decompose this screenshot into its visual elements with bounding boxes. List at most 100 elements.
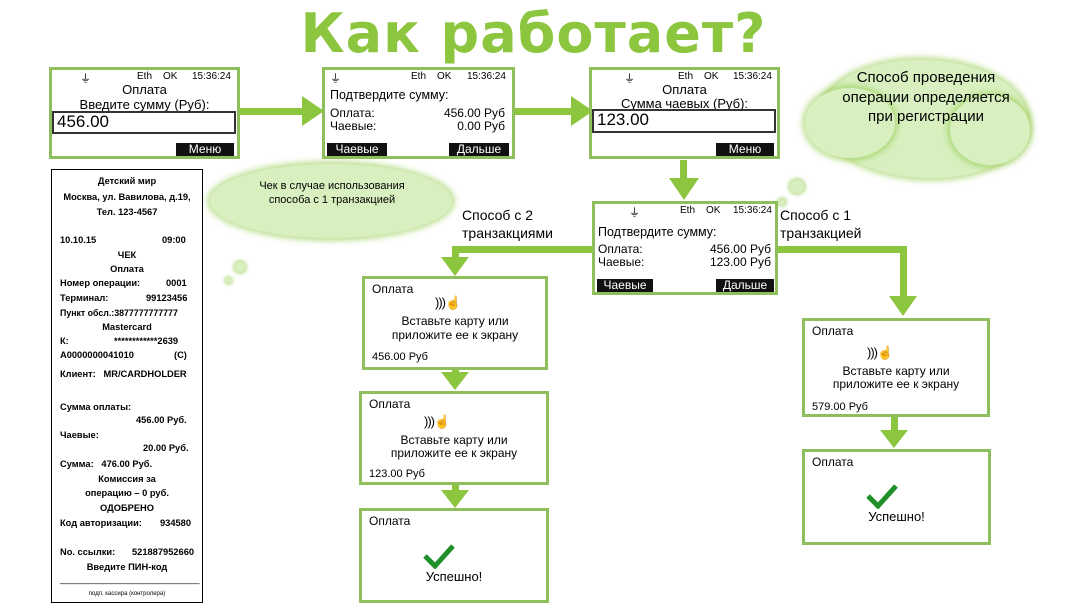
status-time: 15:36:24 (192, 71, 231, 82)
branch-right-v (900, 246, 907, 300)
receipt-signature-caption: подп. кассира (контролера) (88, 591, 166, 597)
branch-left-v (452, 246, 459, 260)
contactless-icon: )))☝ (867, 345, 893, 360)
status-ok: OK (704, 71, 719, 82)
status-ok: OK (437, 71, 452, 82)
cloud-left-text: Чек в случае использования способа с 1 т… (259, 180, 405, 206)
receipt-point: Пункт обсл.:3877777777777 (60, 308, 178, 318)
screen-subtitle: Введите сумму (Руб): (79, 97, 210, 112)
receipt-sum-label: Сумма оплаты: (60, 402, 132, 412)
pay-amount: 456.00 Руб (372, 351, 428, 363)
screen-confirm-amount: ⏚ Eth OK 15:36:24 Подтвердите сумму: Опл… (322, 67, 515, 159)
cloud-left (210, 164, 452, 238)
pay-instruction-1: Вставьте карту или (401, 314, 509, 328)
arrow-s3-s4 (680, 160, 687, 182)
status-eth: Eth (137, 71, 153, 82)
pay-amount: 579.00 Руб (812, 401, 868, 413)
receipt-signature-line: ___________________________ (60, 574, 200, 584)
receipt-shop: Детский мир (97, 176, 157, 186)
status-time: 15:36:24 (733, 71, 772, 82)
next-button[interactable]: Дальше (449, 143, 509, 156)
pay-label: Оплата: (598, 242, 643, 256)
plug-icon: ⏚ (624, 73, 635, 85)
screen-present-card-2: Оплата )))☝ Вставьте карту или приложите… (359, 391, 549, 485)
cloud-right-dot-small (779, 199, 785, 205)
tip-input[interactable]: 123.00 (592, 109, 776, 133)
arrowhead-p1-p2 (441, 372, 469, 390)
status-ok: OK (163, 71, 178, 82)
receipt-approved: ОДОБРЕНО (100, 503, 154, 513)
menu-button[interactable]: Меню (176, 143, 234, 156)
arrowhead-s2-s3 (571, 96, 593, 126)
receipt-fee-2: операцию – 0 руб. (85, 488, 169, 498)
plug-icon: ⏚ (80, 73, 91, 85)
receipt-aid-flag: (C) (174, 350, 187, 360)
status-eth: Eth (678, 71, 694, 82)
receipt-time: 09:00 (162, 235, 186, 245)
pay-instruction-1: Вставьте карту или (842, 364, 950, 378)
arrow-p3-ok (891, 417, 898, 433)
receipt-auth-label: Код авторизации: (60, 518, 142, 528)
status-eth: Eth (680, 205, 696, 216)
tips-button[interactable]: Чаевые (597, 279, 653, 292)
receipt-op-no-label: Номер операции: (60, 278, 141, 288)
status-ok: OK (706, 205, 721, 216)
arrowhead-right-branch (889, 296, 917, 316)
status-eth: Eth (411, 71, 427, 82)
pay-value: 456.00 Руб (443, 106, 505, 120)
receipt-date: 10.10.15 (60, 235, 97, 245)
arrowhead-s3-s4 (669, 178, 699, 200)
screen-success-right: Оплата Успешно! (802, 449, 991, 545)
checkmark-icon (423, 544, 455, 569)
tip-value: 0.00 Руб (457, 119, 505, 133)
next-button[interactable]: Дальше (716, 279, 774, 292)
checkmark-icon (866, 484, 898, 509)
screen-title: Оплата (662, 82, 707, 97)
pay-value: 456.00 Руб (709, 242, 771, 256)
amount-input[interactable]: 456.00 (52, 111, 236, 134)
receipt-card: Mastercard (102, 322, 152, 332)
status-time: 15:36:24 (733, 205, 772, 216)
success-text: Успешно! (868, 509, 925, 524)
receipt-op: Оплата (110, 264, 144, 274)
screen-present-card-1: Оплата )))☝ Вставьте карту или приложите… (362, 276, 548, 370)
screen-enter-tip: ⏚ Eth OK 15:36:24 Оплата Сумма чаевых (Р… (589, 67, 780, 159)
arrowhead-s1-s2 (302, 96, 324, 126)
page-title: Как работает? (300, 2, 767, 65)
arrowhead-p3-ok (880, 430, 908, 448)
cloud-right-dot (790, 180, 804, 193)
pay-instruction-2: приложите ее к экрану (390, 446, 518, 460)
tip-value: 123.00 Руб (709, 255, 771, 269)
receipt-k-value: ************2639 (114, 336, 179, 346)
screen-present-card-3: Оплата )))☝ Вставьте карту или приложите… (802, 318, 990, 417)
receipt-ref: 521887952660 (132, 547, 195, 557)
contactless-icon: )))☝ (435, 295, 461, 310)
pay-screen-title: Оплата (369, 514, 411, 528)
branch-left-h (452, 246, 594, 253)
menu-button[interactable]: Меню (716, 143, 774, 156)
receipt-op-no: 0001 (166, 278, 187, 288)
cloud-left-dot (235, 262, 245, 272)
contactless-icon: )))☝ (424, 414, 450, 429)
receipt-terminal-label: Терминал: (60, 293, 109, 303)
tips-button[interactable]: Чаевые (327, 143, 387, 156)
arrowhead-left-branch (441, 257, 469, 276)
pay-instruction-2: приложите ее к экрану (832, 377, 960, 391)
screen-success-left: Оплата Успешно! (359, 508, 549, 603)
success-text: Успешно! (425, 569, 483, 584)
arrow-s2-s3 (513, 108, 575, 115)
pay-instruction-1: Вставьте карту или (400, 433, 508, 447)
arrow-p2-ok (452, 484, 459, 494)
screen-title: Оплата (122, 82, 167, 97)
pay-screen-title: Оплата (369, 397, 411, 411)
pay-screen-title: Оплата (372, 282, 414, 296)
screen-subtitle: Сумма чаевых (Руб): (620, 96, 749, 111)
receipt-phone: Тел. 123-4567 (96, 207, 158, 217)
receipt: Детский мир Москва, ул. Вавилова, д.19, … (51, 169, 203, 603)
pay-label: Оплата: (330, 106, 375, 120)
confirm-title: Подтвердите сумму: (330, 88, 449, 102)
arrow-s1-s2 (238, 108, 306, 115)
receipt-sum-value: 456.00 Руб. (136, 415, 187, 425)
receipt-tips-value: 20.00 Руб. (143, 443, 189, 453)
